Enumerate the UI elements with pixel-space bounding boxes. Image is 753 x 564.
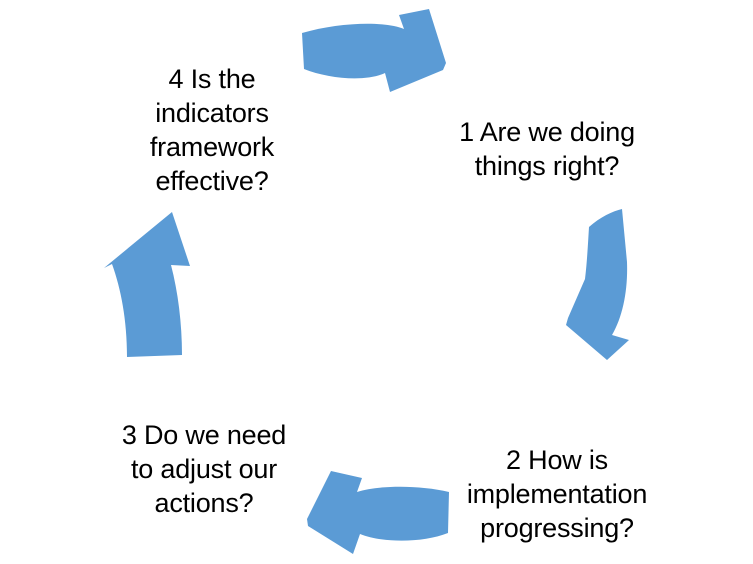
left-arrow-icon: [104, 212, 190, 357]
top-arrow-icon: [302, 9, 446, 92]
right-arrow-icon: [566, 209, 629, 360]
step-3-label: 3 Do we need to adjust our actions?: [121, 420, 287, 519]
bottom-arrow-icon: [307, 471, 449, 554]
step-1-label: 1 Are we doing things right?: [459, 117, 635, 182]
step-2-label: 2 How is implementation progressing?: [466, 445, 648, 544]
step-4-label: 4 Is the indicators framework effective?: [149, 64, 275, 197]
